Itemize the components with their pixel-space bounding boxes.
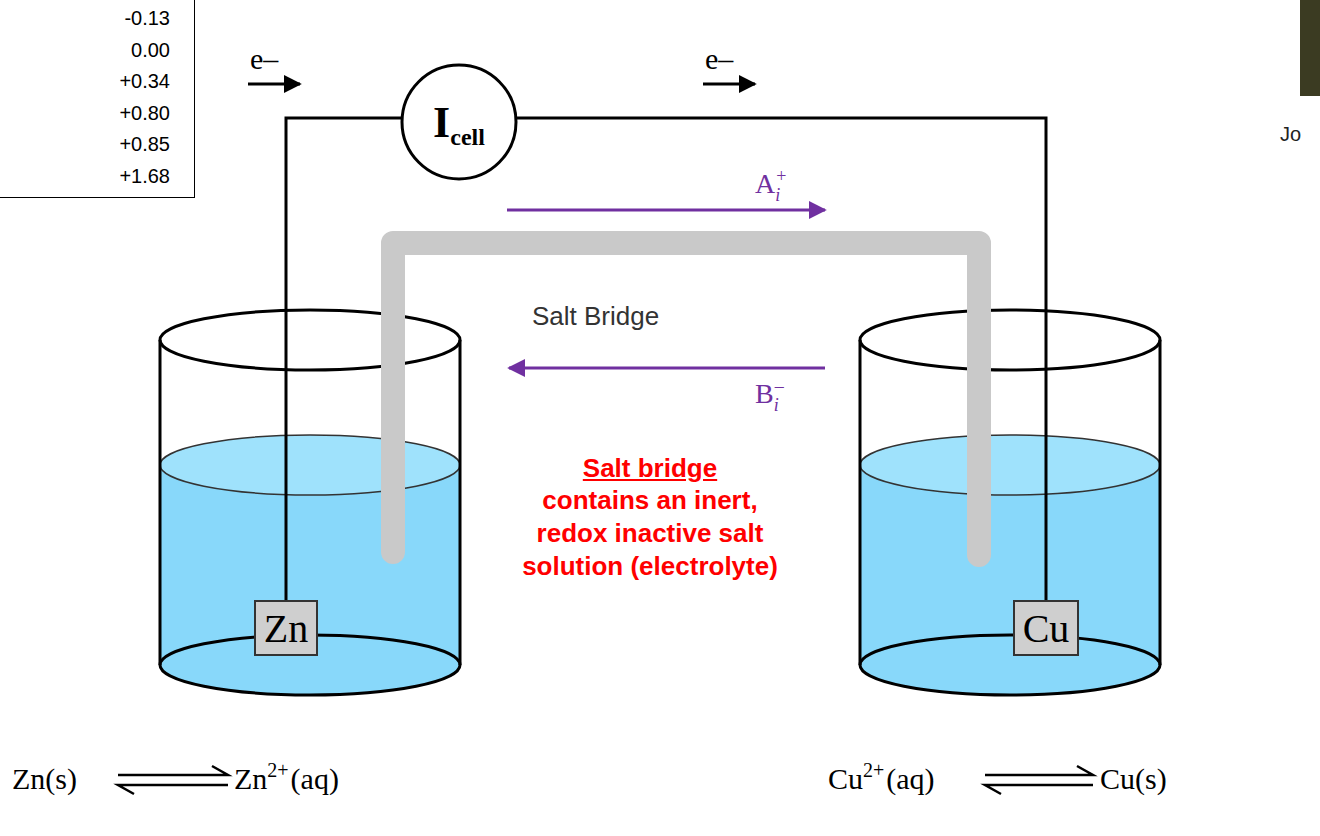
copper-electrode: Cu: [1013, 600, 1080, 656]
cation-label: Ai+: [755, 166, 786, 205]
potential-value: -0.13: [0, 3, 170, 35]
anion-label: i: [774, 395, 779, 415]
half-reaction: Cu: [828, 762, 863, 795]
electron-label: e–: [250, 42, 278, 75]
meter-outline: [400, 63, 518, 181]
circuit-wire: [286, 118, 402, 600]
potential-value: +1.68: [0, 161, 170, 193]
electron-label: e–: [705, 40, 733, 78]
drawing-part: [1159, 340, 1162, 665]
half-reaction: Zn2+(aq): [234, 760, 339, 801]
current-subscript: cell: [450, 124, 485, 150]
electrode-label: Cu: [1023, 605, 1070, 652]
current-symbol: I: [433, 98, 450, 147]
zinc-electrode: Zn: [254, 600, 318, 656]
author-fragment: Jo: [1280, 123, 1301, 145]
potential-value: +0.80: [0, 98, 170, 130]
anion-label: –: [775, 376, 784, 396]
note-heading: Salt bridge: [583, 453, 717, 483]
drawing-part: [860, 465, 1160, 695]
drawing-part: [159, 340, 162, 665]
potential-value: +0.85: [0, 129, 170, 161]
circuit-wire: [516, 118, 1046, 600]
half-reaction: Cu(s): [1100, 760, 1167, 798]
electron-label: e–: [705, 42, 733, 75]
half-reaction: Zn: [234, 762, 267, 795]
drawing-part: [860, 435, 1160, 495]
meter-circle: [402, 65, 516, 179]
drawing-part: [118, 766, 228, 775]
equilibrium-arrow: [118, 766, 228, 794]
electrode-label: Zn: [264, 605, 308, 652]
cation-label: +: [776, 166, 786, 186]
equilibrium-arrow: [985, 766, 1093, 794]
potential-value: +0.34: [0, 66, 170, 98]
half-reaction: 2+: [863, 759, 884, 781]
half-reaction: Cu(s): [1100, 762, 1167, 795]
half-reaction: Cu2+(aq): [828, 760, 935, 801]
drawing-part: [160, 435, 460, 495]
cation-label: i: [775, 185, 780, 205]
anion-arrow: [509, 367, 825, 370]
photo-fragment: [1300, 0, 1320, 96]
half-reaction: (aq): [291, 762, 339, 795]
note-body: contains an inert, redox inactive salt s…: [505, 484, 795, 583]
note-heading: Salt bridge: [505, 452, 795, 485]
current-meter: Icell: [400, 63, 518, 181]
drawing-part: [160, 310, 460, 370]
electron-label: e–: [250, 40, 278, 78]
drawing-part: [985, 785, 1093, 794]
drawing-part: [860, 635, 1160, 695]
anion-label: Bi–: [755, 376, 784, 415]
drawing-part: [985, 766, 1093, 775]
electron-arrow: [248, 83, 300, 86]
beaker: [160, 310, 460, 695]
drawing-part: [860, 310, 1160, 370]
drawing-part: [160, 465, 460, 695]
beaker: [860, 310, 1160, 695]
half-reaction: 2+: [267, 759, 288, 781]
drawing-part: [459, 340, 462, 665]
drawing-part: [859, 340, 862, 665]
cation-arrow: [507, 209, 825, 212]
bridge-title: Salt Bridge: [532, 300, 659, 333]
half-reaction: Zn(s): [12, 762, 77, 795]
half-reaction: (aq): [886, 762, 934, 795]
drawing-part: [118, 785, 228, 794]
note-body: contains an inert, redox inactive salt s…: [522, 485, 778, 581]
cation-label: A: [755, 168, 775, 199]
meter-label: Icell: [433, 97, 485, 148]
anion-label: B: [755, 378, 774, 409]
potential-value: 0.00: [0, 35, 170, 67]
potential-table: -0.130.00+0.34+0.80+0.85+1.68: [0, 0, 195, 198]
half-reaction: Zn(s): [12, 760, 77, 798]
bridge-title: Salt Bridge: [532, 301, 659, 331]
electron-arrow: [703, 83, 755, 86]
author-fragment: Jo: [1280, 122, 1301, 147]
